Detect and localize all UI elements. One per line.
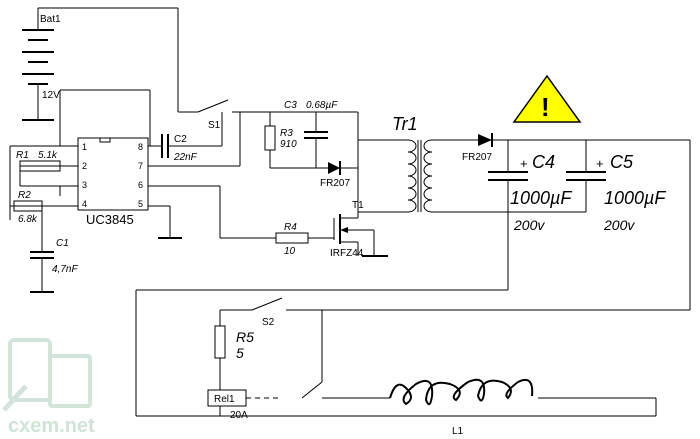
- pin-5: 5: [138, 199, 143, 209]
- battery-bat1: [22, 7, 178, 121]
- pin-3: 3: [82, 180, 87, 190]
- c4-value: 1000µF: [510, 188, 572, 208]
- c4-voltage: 200v: [513, 217, 545, 233]
- relay-contact: [301, 381, 323, 399]
- mosfet-label: IRFZ44: [330, 248, 364, 259]
- pin-7: 7: [138, 161, 143, 171]
- c1-value: 4,7nF: [52, 264, 78, 275]
- r5-label: R5: [236, 329, 254, 345]
- c4-plus: +: [520, 156, 528, 171]
- pin-2: 2: [82, 161, 87, 171]
- c4-label: C4: [532, 152, 555, 172]
- rel1-label: Rel1: [214, 394, 235, 405]
- l1-label: L1: [452, 426, 464, 437]
- c1-label: C1: [56, 238, 69, 249]
- diode1-label: FR207: [320, 178, 350, 189]
- transformer-primary: [407, 139, 417, 213]
- ic-label: UC3845: [86, 212, 134, 227]
- battery-voltage-label: 12V: [42, 90, 60, 101]
- tr1-label: Tr1: [392, 114, 418, 134]
- r4-value: 10: [284, 246, 296, 257]
- c5-plus: +: [596, 156, 604, 171]
- r3-value: 910: [280, 139, 297, 150]
- transformer-secondary: [423, 139, 433, 213]
- c2-label: C2: [174, 134, 187, 145]
- bat1-label: Bat1: [40, 14, 61, 25]
- c2-value: 22nF: [173, 152, 198, 163]
- c5-label: C5: [610, 152, 634, 172]
- switch-s2-lever: [251, 297, 283, 311]
- r4-label: R4: [284, 222, 297, 233]
- rel1-rating: 20A: [230, 410, 248, 421]
- c3-label: C3: [284, 100, 297, 111]
- c5-value: 1000µF: [604, 188, 666, 208]
- diode-fr207-output: [478, 134, 492, 146]
- resistor-r3: [264, 125, 276, 151]
- s1-label: S1: [208, 120, 221, 131]
- pin-8: 8: [138, 142, 143, 152]
- watermark-text: cxem.net: [8, 415, 95, 437]
- resistor-r5: [214, 325, 226, 359]
- cxem-logo: [2, 338, 92, 412]
- r3-label: R3: [280, 128, 293, 139]
- warning-mark: !: [541, 92, 550, 122]
- t1-label: T1: [352, 200, 364, 211]
- diode2-label: FR207: [462, 152, 492, 163]
- c3-value: 0.68µF: [306, 100, 338, 111]
- switch-s1-lever: [197, 99, 229, 113]
- diode-fr207-input: [328, 162, 340, 174]
- pin-4: 4: [82, 199, 87, 209]
- r5-value: 5: [236, 345, 244, 361]
- s2-label: S2: [262, 317, 275, 328]
- c5-voltage: 200v: [603, 217, 635, 233]
- r1-value: 5.1k: [38, 150, 58, 161]
- r1-label: R1: [16, 150, 29, 161]
- ic-uc3845: [77, 137, 149, 211]
- warning-icon: [512, 74, 582, 123]
- pin-1: 1: [82, 142, 87, 152]
- r2-label: R2: [18, 190, 31, 201]
- pin-6: 6: [138, 180, 143, 190]
- r2-value: 6.8k: [18, 214, 38, 225]
- ic-notch: [99, 137, 111, 143]
- inductor-l1: [389, 378, 534, 406]
- resistor-r4: [275, 232, 309, 244]
